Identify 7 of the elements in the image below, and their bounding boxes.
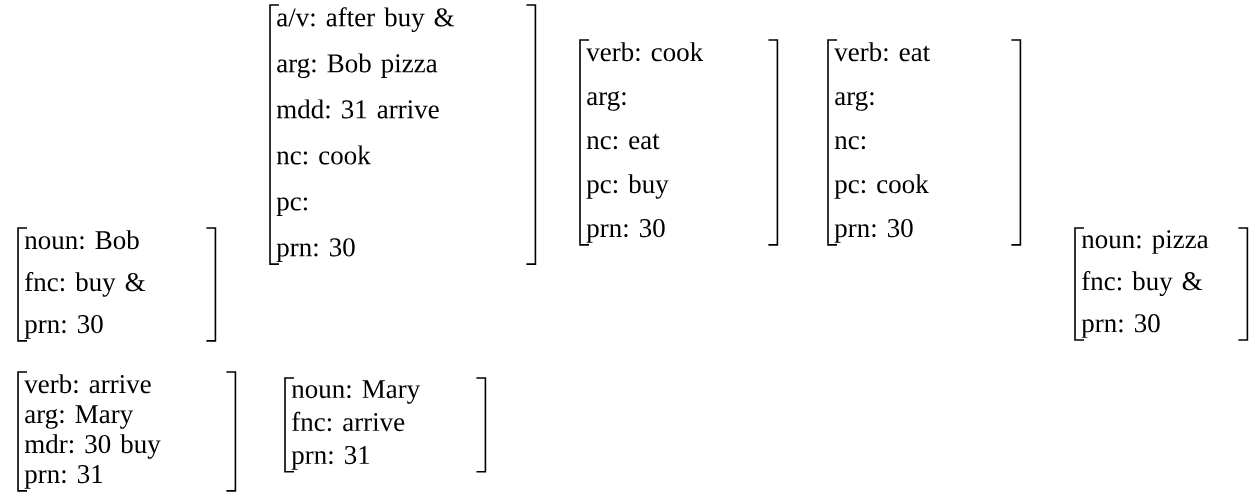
bracket-matrix: verb: cook arg: nc: eat pc: buy prn: 30 [579,39,779,246]
bracket-matrix: noun: pizza fnc: buy & prn: 30 [1074,227,1249,341]
bracket-matrix: noun: Bob fnc: buy & prn: 30 [17,227,217,342]
bracket-matrix: a/v: after buy & arg: Bob pizza mdd: 31 arrive nc: cook pc: prn: 30 [269,4,537,265]
bracket-matrix: verb: arrive arg: Mary mdr: 30 buy prn: 31 [17,371,237,492]
bracket-matrix: noun: Mary fnc: arrive prn: 31 [284,377,487,473]
bracket-matrix: verb: eat arg: nc: pc: cook prn: 30 [827,39,1022,246]
